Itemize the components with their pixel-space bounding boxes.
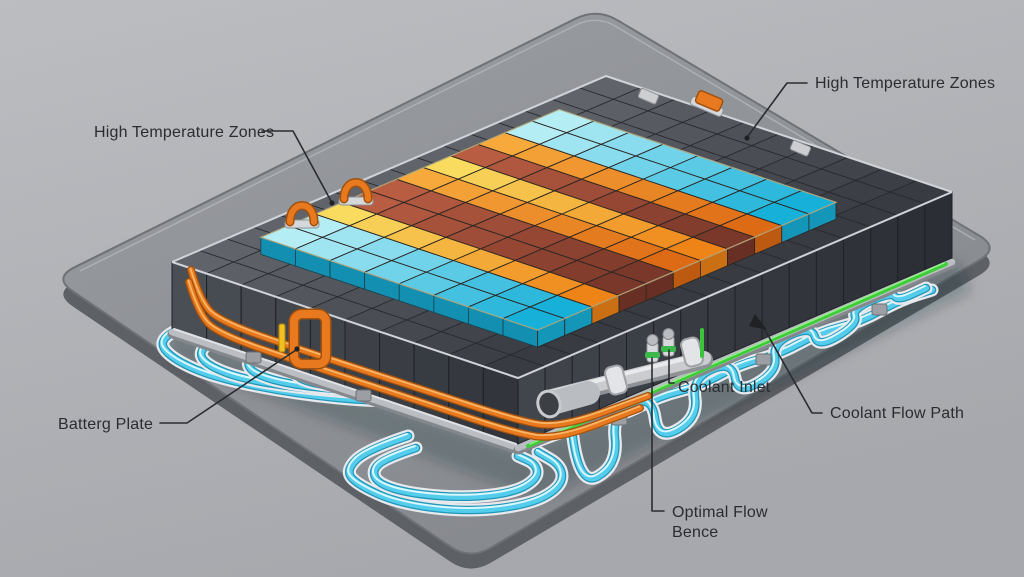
callout-high-temp-right: High Temperature Zones: [744, 75, 995, 141]
clip-silver: [637, 88, 660, 105]
battery-pack: [170, 74, 954, 445]
callout-high-temp-left: High Temperature Zones: [94, 124, 335, 206]
rail-foot: [355, 389, 372, 402]
leader-line: [668, 349, 675, 384]
pipe-clamp: [604, 364, 628, 396]
callout-coolant-flow-path: Coolant Flow Path: [749, 314, 964, 422]
callout-coolant-inlet: Coolant Inlet: [668, 349, 771, 396]
rail-foot: [755, 353, 772, 366]
label-coolant-inlet: Coolant Inlet: [678, 379, 771, 396]
busbar-hardware: [278, 308, 332, 370]
busbar-pipe: [187, 279, 641, 437]
battery-cell-face: [734, 272, 763, 352]
coolant-tube: [371, 445, 537, 496]
leader-dot: [329, 200, 335, 206]
clip-orange: [694, 90, 724, 112]
busbar-arch: [341, 179, 371, 202]
inlet-port: [661, 328, 676, 357]
clamp-orange-face: [290, 310, 330, 368]
coolant-tube: [346, 433, 565, 513]
battery-cell-face: [707, 284, 736, 364]
leader-dot: [294, 346, 300, 352]
rail-foot: [871, 303, 888, 316]
battery-cell-face: [924, 191, 953, 271]
label-high-temperature-zones-right: High Temperature Zones: [815, 75, 995, 92]
inlet-opening: [536, 389, 562, 419]
holddown-clips: [637, 88, 812, 157]
thermal-block-rim: [259, 108, 838, 331]
rail-foot: [245, 351, 262, 364]
battery-cell-face: [843, 226, 872, 306]
callout-optimal-flow: Optimal Flow Bence: [651, 357, 768, 541]
inlet-pipe: [544, 381, 600, 414]
battery-cell-face: [897, 202, 926, 283]
leader-line: [261, 130, 332, 202]
port-seal-green: [645, 352, 660, 358]
leader-line: [651, 357, 665, 512]
annotations: High Temperature Zones High Temperature …: [58, 75, 995, 541]
port-seal-green: [661, 346, 676, 352]
leader-line: [747, 82, 808, 137]
clip-silver: [789, 140, 812, 157]
coolant-tube: [347, 433, 562, 509]
arrowhead: [749, 314, 767, 330]
battery-cell-face: [788, 249, 817, 329]
battery-cell-face: [761, 260, 790, 341]
label-high-temperature-zones-left: High Temperature Zones: [94, 124, 274, 141]
label-battery-plate: Batterg Plate: [58, 416, 153, 433]
coolant-serpentine-center: [342, 429, 569, 517]
leader-dot: [744, 135, 750, 141]
battery-cell-face: [815, 237, 844, 317]
indicator-rod-yellow: [278, 323, 286, 353]
busbar-pipe: [189, 267, 649, 425]
busbar-arch: [287, 202, 317, 225]
coolant-tube: [371, 445, 541, 500]
leader-line: [159, 349, 297, 424]
label-optimal-flow-line2: Bence: [672, 524, 718, 541]
coolant-inlet-manifold: [536, 328, 713, 419]
base-plate-bevel: [79, 19, 976, 272]
busbar-arches: [284, 178, 374, 229]
label-optimal-flow-line1: Optimal Flow: [672, 504, 768, 521]
inlet-port: [645, 334, 660, 363]
pack-rim: [171, 74, 953, 380]
battery-cell-face: [870, 214, 899, 294]
label-coolant-flow-path: Coolant Flow Path: [830, 405, 964, 422]
leader-line: [760, 322, 823, 414]
callout-battery-plate: Batterg Plate: [58, 346, 300, 433]
busbar-pipes: [185, 266, 652, 441]
